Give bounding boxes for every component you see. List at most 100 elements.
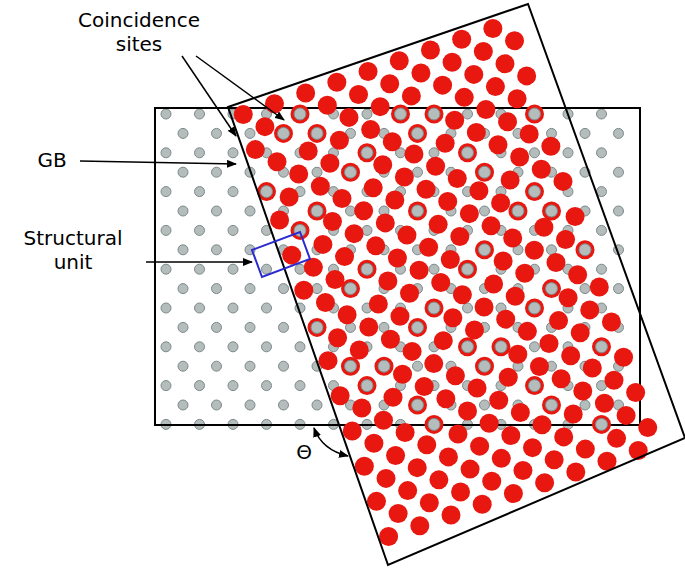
red-atom xyxy=(501,170,520,189)
grey-atom xyxy=(195,109,205,119)
red-atom xyxy=(345,224,364,243)
grey-atom xyxy=(413,400,423,410)
red-atom xyxy=(398,481,417,500)
red-atom xyxy=(495,54,514,73)
red-atom xyxy=(535,473,554,492)
grey-atom xyxy=(161,264,171,274)
coincidence-ring xyxy=(492,337,511,356)
red-atom xyxy=(461,460,480,479)
red-atom xyxy=(491,193,510,212)
red-atom xyxy=(511,403,530,422)
coincidence-ring xyxy=(408,396,427,415)
coincidence-atom xyxy=(345,166,357,178)
red-atom xyxy=(445,111,464,130)
red-atom xyxy=(350,340,369,359)
grey-atom xyxy=(212,361,222,371)
coincidence-ring xyxy=(274,124,293,143)
grey-atom xyxy=(429,148,439,158)
red-atom xyxy=(483,19,502,38)
coincidence-atom xyxy=(412,399,424,411)
grey-atom xyxy=(429,419,439,429)
coincidence-ring xyxy=(291,221,310,240)
coincidence-ring xyxy=(475,240,494,259)
red-atom xyxy=(415,377,434,396)
coincidence-ring xyxy=(525,105,544,124)
red-atom xyxy=(265,94,284,113)
grey-atom xyxy=(245,284,255,294)
red-atom xyxy=(498,112,517,131)
red-atom xyxy=(568,265,587,284)
grey-lattice xyxy=(161,109,624,429)
grey-atom xyxy=(463,264,473,274)
leader-line xyxy=(196,56,284,120)
red-atom xyxy=(294,281,313,300)
grey-atom xyxy=(212,167,222,177)
red-atom xyxy=(484,274,503,293)
red-atom xyxy=(476,100,495,119)
coincidence-ring xyxy=(341,163,360,182)
grey-atom xyxy=(413,128,423,138)
red-atom xyxy=(426,157,445,176)
grey-atom xyxy=(295,342,305,352)
red-atom xyxy=(404,145,423,164)
red-atom xyxy=(328,328,347,347)
red-atom xyxy=(255,117,274,136)
grey-atom xyxy=(513,206,523,216)
coincidence-ring xyxy=(291,105,310,124)
red-atom xyxy=(320,154,339,173)
red-atom xyxy=(602,313,621,332)
grey-atom xyxy=(346,206,356,216)
grey-atom xyxy=(362,381,372,391)
grey-atom xyxy=(279,322,289,332)
red-atom xyxy=(431,273,450,292)
leader-line xyxy=(80,161,236,164)
grain-frame xyxy=(155,108,640,425)
red-atom xyxy=(501,426,520,445)
red-atom xyxy=(580,300,599,319)
red-atom xyxy=(604,371,623,390)
red-atom xyxy=(499,368,518,387)
grey-atom xyxy=(480,400,490,410)
coincidence-atom xyxy=(495,341,507,353)
grey-atom xyxy=(245,206,255,216)
grey-atom xyxy=(228,303,238,313)
red-atom xyxy=(299,142,318,161)
red-atom xyxy=(424,354,443,373)
red-atom xyxy=(553,172,572,191)
grey-atom xyxy=(262,187,272,197)
red-atom xyxy=(246,140,265,159)
red-atom xyxy=(393,365,412,384)
coincidence-ring xyxy=(525,376,544,395)
coincidence-ring xyxy=(475,357,494,376)
coincidence-atom xyxy=(479,244,491,256)
red-atom xyxy=(441,506,460,525)
red-atom xyxy=(384,388,403,407)
red-atom xyxy=(395,167,414,186)
red-atom xyxy=(421,40,440,59)
grey-atom xyxy=(614,128,624,138)
red-atom xyxy=(390,307,409,326)
grey-atom xyxy=(312,167,322,177)
coincidence-ring xyxy=(341,279,360,298)
red-atom xyxy=(475,297,494,316)
grey-atom xyxy=(312,322,322,332)
grey-atom xyxy=(245,400,255,410)
coincidence-ring xyxy=(542,396,561,415)
grey-atom xyxy=(530,381,540,391)
grey-atom xyxy=(178,245,188,255)
red-atom xyxy=(523,438,542,457)
red-atom xyxy=(450,227,469,246)
red-atom xyxy=(513,461,532,480)
red-atom xyxy=(367,492,386,511)
red-atom xyxy=(380,74,399,93)
grey-atom xyxy=(212,284,222,294)
red-atom xyxy=(482,216,501,235)
grey-atom xyxy=(295,264,305,274)
coincidence-ring xyxy=(509,202,528,221)
red-atom xyxy=(503,229,522,248)
red-atom xyxy=(614,348,633,367)
coincidence-ring xyxy=(375,357,394,376)
grey-atom xyxy=(195,303,205,313)
red-atom xyxy=(429,215,448,234)
